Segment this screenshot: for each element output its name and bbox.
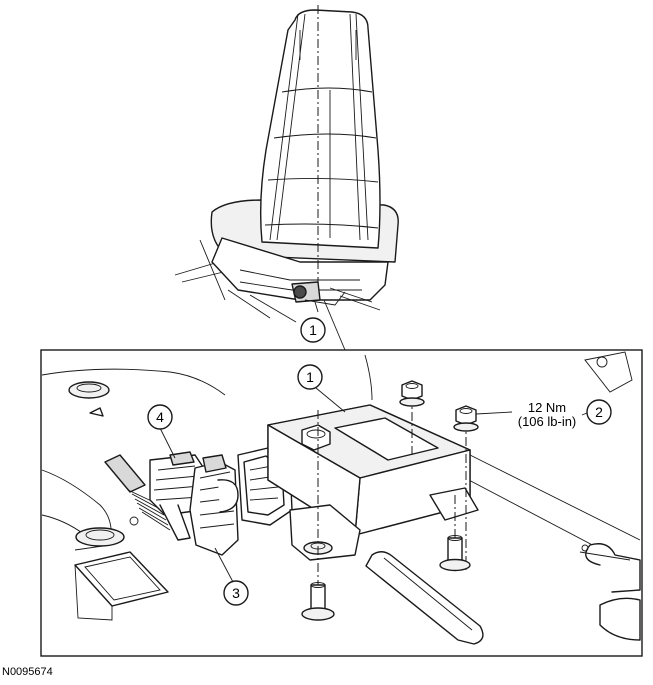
detail-illustration <box>41 351 641 645</box>
callout-1-seat: 1 <box>300 301 326 343</box>
nut-upper <box>399 380 425 407</box>
svg-text:4: 4 <box>156 409 164 425</box>
svg-text:1: 1 <box>309 322 317 338</box>
stud-right <box>439 535 471 572</box>
callout-4-connector: 4 <box>147 404 176 459</box>
svg-text:2: 2 <box>595 404 603 420</box>
callout-2-nut: 12 Nm (106 lb-in) 2 <box>475 399 612 429</box>
nut-torque <box>453 405 479 432</box>
figure-id: N0095674 <box>2 666 53 678</box>
seat-illustration <box>174 5 399 351</box>
torque-spec-metric: 12 Nm <box>528 400 566 415</box>
callout-1-module: 1 <box>297 364 346 413</box>
svg-text:1: 1 <box>306 369 314 385</box>
torque-spec-imperial: (106 lb-in) <box>518 414 577 429</box>
callout-3-connector: 3 <box>214 547 249 606</box>
svg-text:3: 3 <box>232 585 240 601</box>
stud-left <box>301 582 335 621</box>
